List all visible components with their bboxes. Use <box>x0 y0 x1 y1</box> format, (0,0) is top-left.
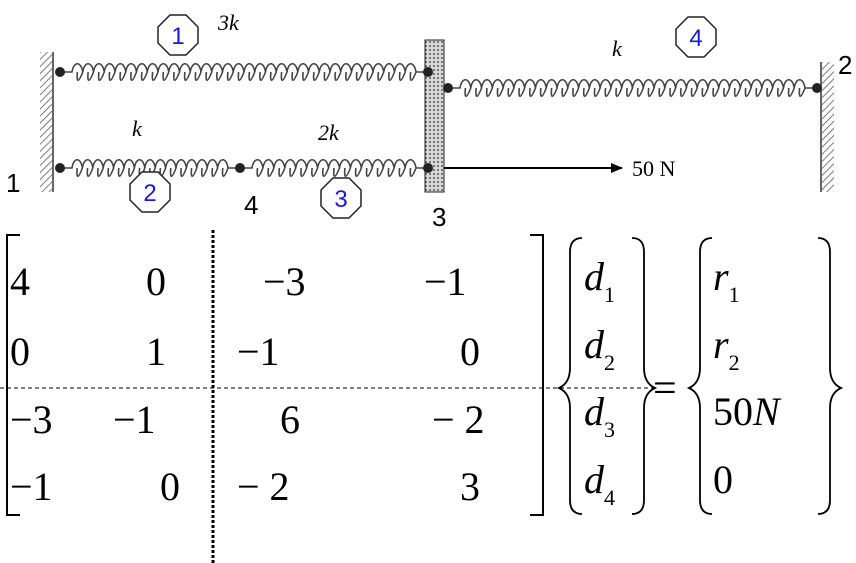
spring-element-3 <box>240 158 428 178</box>
wall-attach-dot <box>55 67 65 77</box>
stiffness-matrix-right-bracket <box>530 234 544 516</box>
force-entry: r1 <box>713 254 740 307</box>
element-3-number: 3 <box>334 186 347 213</box>
force-entry: r2 <box>713 322 740 375</box>
matrix-cell: −3 <box>10 397 53 442</box>
right-wall-support <box>820 62 834 192</box>
node-3-dot-bottom <box>423 163 433 173</box>
displacement-vector-left-brace <box>556 237 583 515</box>
spring-element-4 <box>448 78 817 98</box>
matrix-cell: −3 <box>263 259 306 304</box>
force-entry: 0 <box>713 457 733 502</box>
element-4-badge: 4 <box>675 16 717 58</box>
matrix-equation: 4 0 −3 −1 0 1 −1 0 −3 −1 6 − 2 −1 0 − 2 … <box>0 230 844 563</box>
node-3-label: 3 <box>432 202 446 232</box>
node-4-label: 4 <box>244 190 258 220</box>
matrix-cell: 6 <box>280 397 300 442</box>
node-1-label: 1 <box>6 168 20 198</box>
displacement-entry: d1 <box>584 254 615 307</box>
matrix-cell: 0 <box>460 329 480 374</box>
matrix-cell: 0 <box>146 259 166 304</box>
node-1-dot <box>55 163 65 173</box>
element-1-number: 1 <box>171 23 184 50</box>
force-entry: 50N <box>713 389 782 434</box>
matrix-cell: −1 <box>10 464 53 509</box>
node-4-dot <box>235 163 245 173</box>
node-3-dot-top <box>423 67 433 77</box>
matrix-cell: 0 <box>10 329 30 374</box>
element-3-badge: 3 <box>320 177 362 219</box>
matrix-cell: 3 <box>460 464 480 509</box>
matrix-cell: 1 <box>146 329 166 374</box>
matrix-cell: 0 <box>160 464 180 509</box>
displacement-entry: d4 <box>584 457 615 510</box>
displacement-vector: d1 d2 d3 d4 <box>584 254 615 510</box>
matrix-cell: −1 <box>424 259 467 304</box>
element-1-badge: 1 <box>157 14 199 56</box>
element-4-number: 4 <box>689 25 702 52</box>
left-wall-support <box>40 52 54 192</box>
force-label: 50 N <box>632 156 676 181</box>
stiffness-matrix-left-bracket <box>6 234 20 516</box>
equals-sign: = <box>653 366 677 412</box>
element-2-badge: 2 <box>129 171 171 213</box>
element-3-stiffness: 2k <box>318 120 340 145</box>
force-vector-left-brace <box>686 237 713 515</box>
element-1-stiffness: 3k <box>217 10 240 35</box>
spring-diagram: 50 N 1 2 3 4 3k k 2k k 1 2 3 4 <box>6 10 852 232</box>
matrix-cell: − 2 <box>432 397 485 442</box>
displacement-vector-right-brace <box>631 237 658 515</box>
force-vector: r1 r2 50N 0 <box>713 254 782 502</box>
bar-attach-dot <box>443 83 453 93</box>
matrix-cell: −1 <box>113 397 156 442</box>
displacement-entry: d2 <box>584 322 615 375</box>
spring-element-1 <box>60 62 428 82</box>
element-2-number: 2 <box>143 180 156 207</box>
element-2-stiffness: k <box>132 116 143 141</box>
stiffness-matrix: 4 0 −3 −1 0 1 −1 0 −3 −1 6 − 2 −1 0 − 2 … <box>10 259 485 509</box>
force-vector-right-brace <box>817 237 844 515</box>
matrix-cell: −1 <box>237 329 280 374</box>
rigid-bar <box>424 39 445 193</box>
node-2-label: 2 <box>838 50 852 80</box>
matrix-cell: − 2 <box>237 464 290 509</box>
element-4-stiffness: k <box>612 36 623 61</box>
displacement-entry: d3 <box>584 389 615 442</box>
matrix-cell: 4 <box>10 259 30 304</box>
node-2-dot <box>812 83 822 93</box>
